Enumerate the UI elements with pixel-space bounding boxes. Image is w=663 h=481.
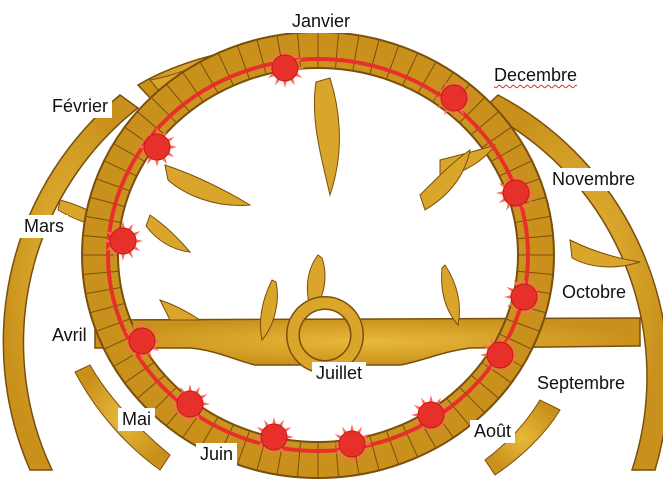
month-label-septembre: Septembre (533, 372, 629, 395)
month-label-mars: Mars (20, 215, 68, 238)
month-label-juin: Juin (196, 443, 237, 466)
month-label-avril: Avril (48, 324, 91, 347)
month-label-aout: Août (470, 420, 515, 443)
flame-pointer (165, 165, 250, 205)
horizontal-bar (95, 318, 640, 365)
month-label-janvier: Janvier (288, 10, 354, 33)
month-label-decembre: Decembre (490, 64, 581, 87)
flame-pointer (314, 78, 339, 195)
flame-pointer (146, 215, 190, 252)
month-label-mai: Mai (118, 408, 155, 431)
month-label-octobre: Octobre (558, 281, 630, 304)
flame-pointer (160, 300, 200, 320)
flame-pointer (442, 265, 460, 325)
month-label-juillet: Juillet (312, 362, 366, 385)
month-label-novembre: Novembre (548, 168, 639, 191)
month-label-fevrier: Février (48, 95, 112, 118)
